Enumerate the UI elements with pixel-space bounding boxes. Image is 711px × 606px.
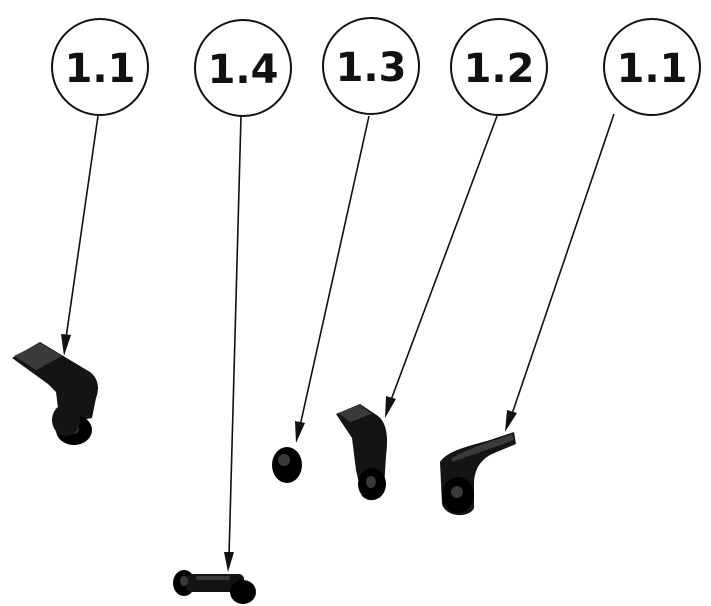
arrowhead-1 xyxy=(61,334,71,356)
part-bracket-left xyxy=(12,342,98,445)
part-bracket-middle xyxy=(336,404,388,501)
callout-bubble-4: 1.2 xyxy=(450,18,548,116)
callout-label-1: 1.1 xyxy=(65,46,136,92)
callout-label-3: 1.3 xyxy=(336,45,407,91)
callout-bubble-3: 1.3 xyxy=(322,17,420,115)
callout-label-2: 1.4 xyxy=(208,47,279,93)
leader-line-5 xyxy=(511,113,615,415)
part-bracket-right xyxy=(440,432,516,516)
arrowhead-3 xyxy=(295,421,305,443)
arrowhead-2 xyxy=(224,552,234,572)
leader-line-2 xyxy=(228,115,242,557)
arrowhead-5 xyxy=(505,410,517,432)
leader-lines xyxy=(61,113,615,572)
callout-label-5: 1.1 xyxy=(617,46,688,92)
callout-bubble-2: 1.4 xyxy=(194,19,292,117)
callout-bubble-5: 1.1 xyxy=(603,18,701,116)
callout-label-4: 1.2 xyxy=(464,46,535,92)
callout-bubble-1: 1.1 xyxy=(51,18,149,116)
part-pin xyxy=(173,570,256,604)
leader-line-4 xyxy=(390,115,498,401)
part-bushing xyxy=(272,447,302,483)
leader-line-1 xyxy=(65,115,99,339)
leader-line-3 xyxy=(299,115,370,427)
arrowhead-4 xyxy=(385,396,396,418)
